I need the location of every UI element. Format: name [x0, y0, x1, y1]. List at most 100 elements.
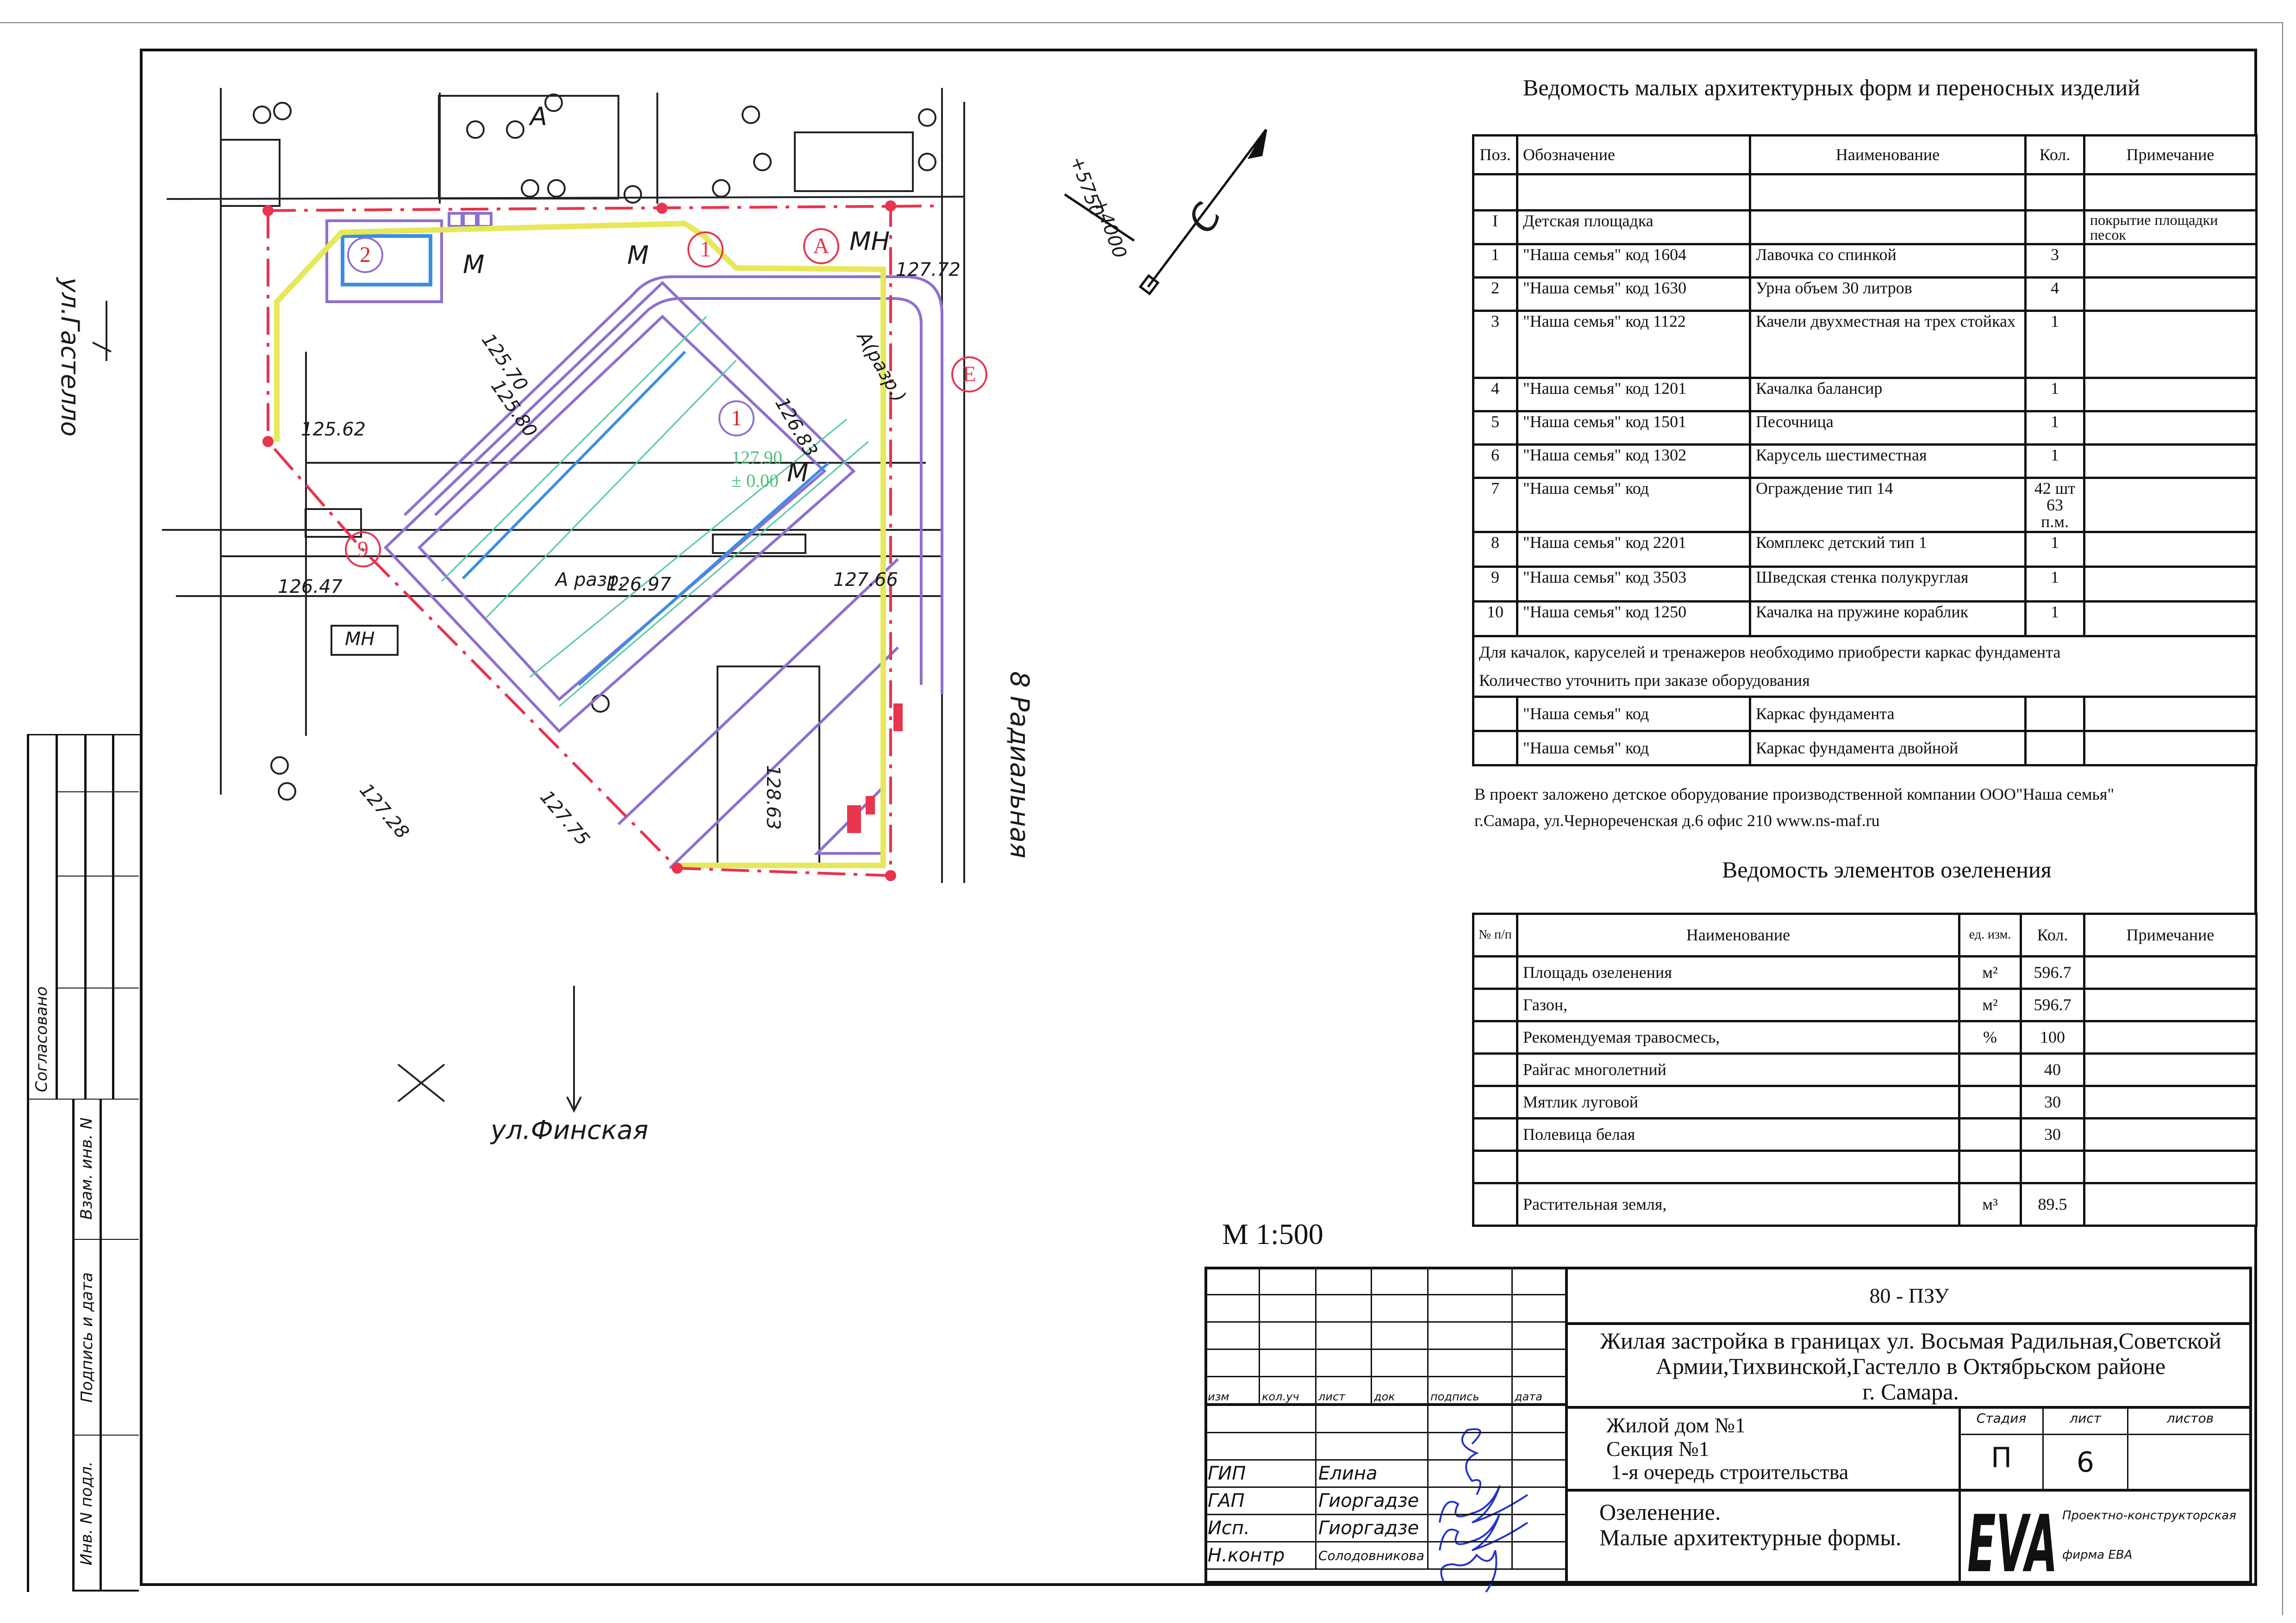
elevation-label: 127.72: [896, 259, 961, 280]
arrow-icon: [566, 1096, 582, 1113]
cell-code: "Наша семья" код 1630: [1516, 276, 1751, 312]
cell-name: Качалка на пружине кораблик: [1749, 600, 2027, 637]
walkway-outline: [434, 297, 923, 685]
site-boundary: [267, 206, 892, 877]
axis-line: [92, 342, 112, 353]
company-logo: EVA: [1967, 1502, 2058, 1578]
scale-label: М 1:500: [1222, 1218, 1323, 1250]
revision-row: [1204, 1432, 1568, 1461]
boundary-point: [885, 200, 896, 211]
cell-qty: 1: [2024, 410, 2085, 446]
cell-note: [2083, 310, 2258, 379]
side-stamp: [27, 734, 141, 1592]
project-title-line: г. Самара.: [1862, 1379, 1959, 1405]
north-arrow-icon: [1064, 129, 1267, 296]
revision-row: [1204, 1294, 1568, 1323]
revision-row: [1204, 1404, 1568, 1433]
cell-note: [2083, 276, 2258, 312]
zone-label: А разр.: [555, 569, 625, 591]
sheet-title: Озеленение. Малые архитектурные формы.: [1599, 1499, 1902, 1550]
project-title-line: Жилая застройка в границах ул. Восьмая Р…: [1600, 1328, 2221, 1354]
cell-name: Полевица белая: [1516, 1117, 1960, 1152]
zone-label: М: [463, 250, 485, 279]
cell-qty: 596.7: [2020, 955, 2085, 990]
column-header: ед. изм.: [1958, 913, 2022, 958]
cell-qty: [2024, 209, 2085, 245]
landscape-line: [617, 558, 899, 826]
boundary-point: [656, 203, 668, 214]
revision-cell: [1204, 1349, 1260, 1377]
playground-equipment-icon: [847, 805, 861, 833]
cell-unit: [1958, 1117, 2022, 1152]
sheet-title-line: Озеленение.: [1599, 1499, 1721, 1525]
revision-cell: [1511, 1349, 1568, 1377]
sheet-title-line: Малые архитектурные формы.: [1599, 1524, 1902, 1550]
tree-icon: [624, 185, 642, 204]
stamp-line: [73, 1239, 139, 1240]
revision-cell: [1427, 1321, 1513, 1350]
object-line: Жилой дом №1: [1606, 1413, 1746, 1437]
cell-qty: 1: [2024, 566, 2085, 603]
sheet-label: лист: [2070, 1411, 2101, 1426]
facade-line: [462, 350, 686, 580]
cell-code: "Наша семья" код 1501: [1516, 410, 1751, 446]
cell-unit: м²: [1958, 955, 2022, 990]
cell-qty: [2024, 173, 2085, 211]
signatory-role: Н.контр: [1204, 1541, 1316, 1570]
column-header: Кол.: [2020, 913, 2085, 958]
column-header: Обозначение: [1516, 134, 1751, 175]
cell-code: "Наша семья" код: [1516, 730, 1751, 767]
cell-qty: 30: [2020, 1085, 2085, 1119]
signatory-name: Гиоргадзе: [1315, 1514, 1429, 1542]
cell-pos: 1: [1472, 243, 1518, 279]
cell-pos: 7: [1472, 477, 1518, 533]
facade-line: [559, 441, 869, 707]
cell-qty: [2024, 696, 2085, 733]
revision-cell: [1315, 1349, 1372, 1377]
cell-qty: 596.7: [2020, 988, 2085, 1022]
cell-name: Комплекс детский тип 1: [1749, 531, 2027, 568]
cell-name: Шведская стенка полукруглая: [1749, 566, 2027, 603]
floor-level-zero: ± 0.00: [731, 470, 779, 491]
cell-qty: 1: [2024, 310, 2085, 379]
cell-pos: 8: [1472, 531, 1518, 568]
elevation-label: 128.63: [762, 765, 784, 830]
cell-pos: 4: [1472, 377, 1518, 412]
object-title: Жилой дом №1 Секция №1 1-я очередь строи…: [1606, 1413, 1848, 1484]
marker-circle: Е: [951, 356, 987, 392]
cell-name: Каркас фундамента двойной: [1749, 730, 2027, 767]
table-row: [1472, 1150, 2258, 1184]
signature-cell: [1427, 1514, 1513, 1542]
cell-no: [1472, 1052, 1518, 1087]
signatory-role: ГИП: [1204, 1459, 1316, 1488]
cell-note: [2083, 1020, 2258, 1055]
company-name: фирма ЕВА: [2062, 1548, 2133, 1562]
cell-note: [2083, 730, 2258, 767]
column-label: лист: [1315, 1376, 1372, 1406]
divider: [1566, 1406, 2252, 1409]
boundary-point: [262, 436, 274, 447]
cell-qty: [2020, 1150, 2085, 1184]
column-header: Поз.: [1472, 134, 1518, 175]
cell-unit: [1958, 1052, 2022, 1087]
cell-note: [2083, 955, 2258, 990]
zone-label: МН: [849, 227, 890, 256]
column-header: Примечание: [2083, 913, 2258, 958]
revision-cell: [1371, 1267, 1429, 1295]
cell-pos: I: [1472, 209, 1518, 245]
sheet-number: 6: [2076, 1446, 2095, 1479]
remark-cell: Для качалок, каруселей и тренажеров необ…: [1472, 634, 2258, 698]
revision-cell: [1204, 1267, 1260, 1295]
floor-level: 127.90: [731, 447, 782, 468]
cell-qty: 42 шт 63 п.м.: [2024, 477, 2085, 533]
boundary-point: [885, 870, 896, 881]
revision-cell: [1315, 1267, 1372, 1295]
